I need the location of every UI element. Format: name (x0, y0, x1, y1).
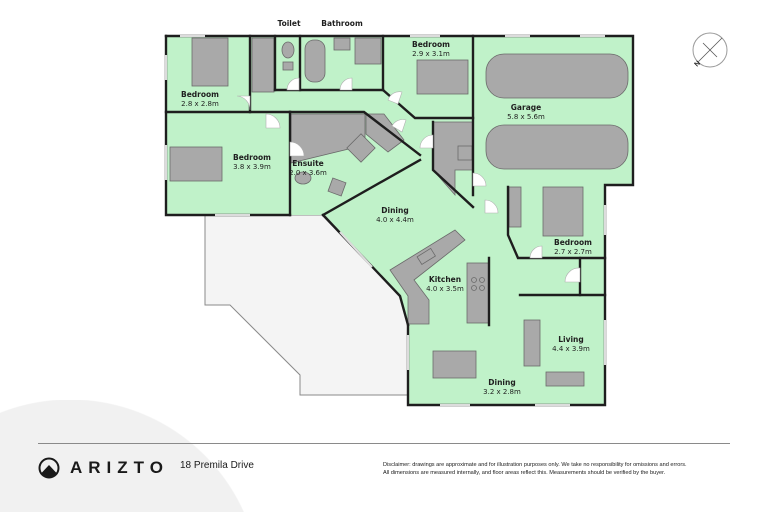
disclaimer-line-1: Disclaimer: drawings are approximate and… (383, 462, 687, 468)
room-name-dining-1: Dining (381, 206, 408, 215)
room-name-garage: Garage (511, 103, 541, 112)
bed (169, 146, 223, 182)
compass-icon: N (692, 32, 728, 69)
room-name-kitchen: Kitchen (429, 275, 461, 284)
kitchen-sink (416, 247, 436, 266)
windows (164, 34, 607, 407)
label-toilet: Toilet (277, 19, 301, 28)
room-dims-garage: 5.8 x 5.6m (507, 113, 545, 121)
room-name-bedroom-4: Bedroom (554, 238, 592, 247)
toilet-fixture (281, 41, 295, 59)
dining-table (432, 350, 477, 379)
stove-burner (471, 285, 477, 291)
ensuite-shower (346, 133, 376, 163)
toilet-basin (282, 61, 294, 71)
sofa (545, 371, 585, 387)
stove-burner (479, 277, 485, 283)
bedroom-wardrobe (508, 186, 522, 228)
room-name-dining-2: Dining (488, 378, 515, 387)
bed (542, 186, 584, 237)
room-dims-ensuite: 2.0 x 3.6m (289, 169, 327, 177)
room-dims-kitchen: 4.0 x 3.5m (426, 285, 464, 293)
property-address: 18 Premila Drive (180, 460, 254, 471)
linen-closet (365, 113, 405, 153)
wardrobe (251, 37, 275, 93)
car (485, 124, 629, 170)
room-name-bedroom-2: Bedroom (233, 153, 271, 162)
room-dims-living: 4.4 x 3.9m (552, 345, 590, 353)
room-dims-bedroom-2: 3.8 x 3.9m (233, 163, 271, 171)
ensuite-toilet (294, 171, 312, 185)
bed (191, 37, 229, 87)
doors (236, 77, 581, 283)
room-dims-dining-1: 4.0 x 4.4m (376, 216, 414, 224)
sofa (523, 319, 541, 367)
kitchen-stove-bench (466, 262, 490, 324)
brand-logo: ARIZTO (38, 457, 169, 479)
bathtub (304, 39, 326, 83)
compass-north-label: N (693, 60, 702, 69)
ensuite-basin (327, 177, 347, 197)
bathroom-basin (333, 37, 351, 51)
disclaimer: Disclaimer: drawings are approximate and… (383, 461, 728, 477)
stove-burner (479, 285, 485, 291)
shower (354, 37, 382, 65)
laundry-tub (457, 145, 473, 161)
label-bathroom: Bathroom (321, 19, 363, 28)
room-name-bedroom-3: Bedroom (412, 40, 450, 49)
room-name-bedroom-1: Bedroom (181, 90, 219, 99)
room-name-ensuite: Ensuite (292, 159, 324, 168)
mountain-logo-icon (38, 457, 60, 479)
bed (416, 59, 469, 95)
kitchen-bench (389, 229, 466, 325)
background-circle (0, 400, 260, 512)
walls (164, 34, 635, 407)
floor-plan: Toilet Bathroom Bedroom 2.8 x 2.8m Bedro… (164, 19, 728, 407)
room-dims-bedroom-3: 2.9 x 3.1m (412, 50, 450, 58)
room-dims-bedroom-4: 2.7 x 2.7m (554, 248, 592, 256)
brand-name: ARIZTO (70, 458, 169, 477)
stove-burner (471, 277, 477, 283)
room-dims-bedroom-1: 2.8 x 2.8m (181, 100, 219, 108)
room-dims-dining-2: 3.2 x 2.8m (483, 388, 521, 396)
footer-divider (38, 443, 730, 444)
room-name-living: Living (558, 335, 584, 344)
disclaimer-line-2: All dimensions are measured internally, … (383, 470, 666, 476)
car (485, 53, 629, 99)
